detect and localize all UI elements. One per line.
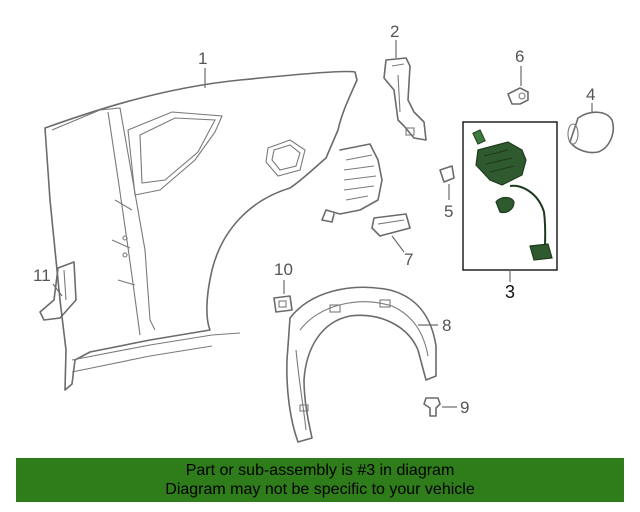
callout-4: 4 [586,85,595,104]
callout-3: 3 [505,282,515,302]
callout-10: 10 [274,260,293,279]
callout-1: 1 [198,49,207,68]
info-banner: Part or sub-assembly is #3 in diagram Di… [16,458,624,502]
part-6-connector[interactable] [507,87,529,105]
part-10-clip-nut[interactable] [273,295,293,313]
callout-6: 6 [515,47,524,66]
part-9-push-clip[interactable] [423,397,441,417]
part-1-quarter-panel[interactable] [44,70,358,391]
part-11-molding[interactable] [39,261,77,321]
callout-7: 7 [404,250,413,269]
banner-line-2: Diagram may not be specific to your vehi… [165,481,475,498]
fuel-pocket-housing [321,143,383,223]
callout-5: 5 [444,202,453,221]
part-7-housing[interactable] [371,213,411,237]
callout-2: 2 [390,22,399,41]
callout-9: 9 [460,398,469,417]
callout-11: 11 [33,266,51,285]
part-5-clip[interactable] [439,165,455,183]
callout-8: 8 [442,316,451,335]
banner-line-1: Part or sub-assembly is #3 in diagram [185,462,455,479]
part-2-bracket[interactable] [383,57,427,141]
part-4-fuel-cap[interactable] [567,111,614,154]
part-8-fender-liner[interactable] [286,286,437,443]
parts-diagram: 1 2 3 4 5 6 [33,22,614,443]
part-3-fuel-door-assembly[interactable] [462,121,558,271]
